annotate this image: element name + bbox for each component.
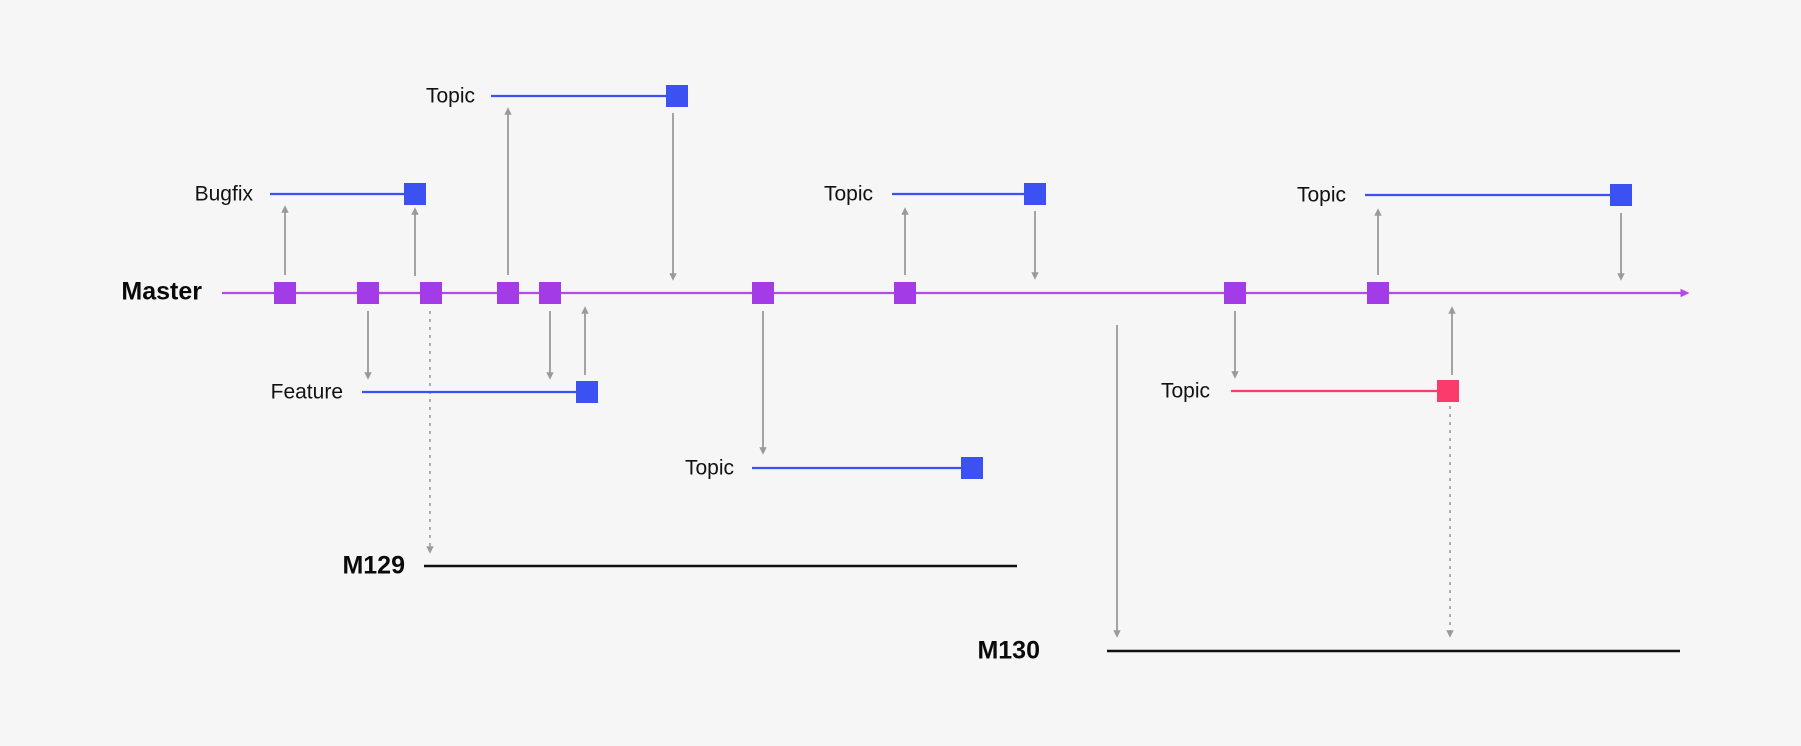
master-commit-5[interactable] [539, 282, 561, 304]
branch-topic-red-label: Topic [1161, 380, 1210, 403]
master-branch-group: Master [121, 278, 1690, 306]
master-commit-4[interactable] [497, 282, 519, 304]
master-commit-2[interactable] [357, 282, 379, 304]
master-commit-9[interactable] [1367, 282, 1389, 304]
branch-bugfix-head-commit[interactable] [404, 183, 426, 205]
branch-topic-top-label: Topic [426, 85, 475, 108]
master-commit-8[interactable] [1224, 282, 1246, 304]
branch-topic-top-head-commit[interactable] [666, 85, 688, 107]
branch-topic-mid-label: Topic [824, 183, 873, 206]
milestone-m130-label: M130 [977, 637, 1040, 665]
branch-topic-low-head-commit[interactable] [961, 457, 983, 479]
master-commit-1[interactable] [274, 282, 296, 304]
master-commit-7[interactable] [894, 282, 916, 304]
branch-topic-red-head-commit[interactable] [1437, 380, 1459, 402]
branch-feature-head-commit[interactable] [576, 381, 598, 403]
master-commit-6[interactable] [752, 282, 774, 304]
branch-bugfix-label: Bugfix [195, 183, 254, 206]
branch-topic-right-head-commit[interactable] [1610, 184, 1632, 206]
branch-topic-mid-head-commit[interactable] [1024, 183, 1046, 205]
branch-feature-label: Feature [271, 381, 343, 404]
milestone-m129-label: M129 [342, 552, 405, 580]
branch-topic-right-label: Topic [1297, 184, 1346, 207]
branch-topic-low-label: Topic [685, 457, 734, 480]
master-commit-3[interactable] [420, 282, 442, 304]
master-branch-label: Master [121, 278, 202, 306]
connector-arrows-group [281, 107, 1625, 638]
